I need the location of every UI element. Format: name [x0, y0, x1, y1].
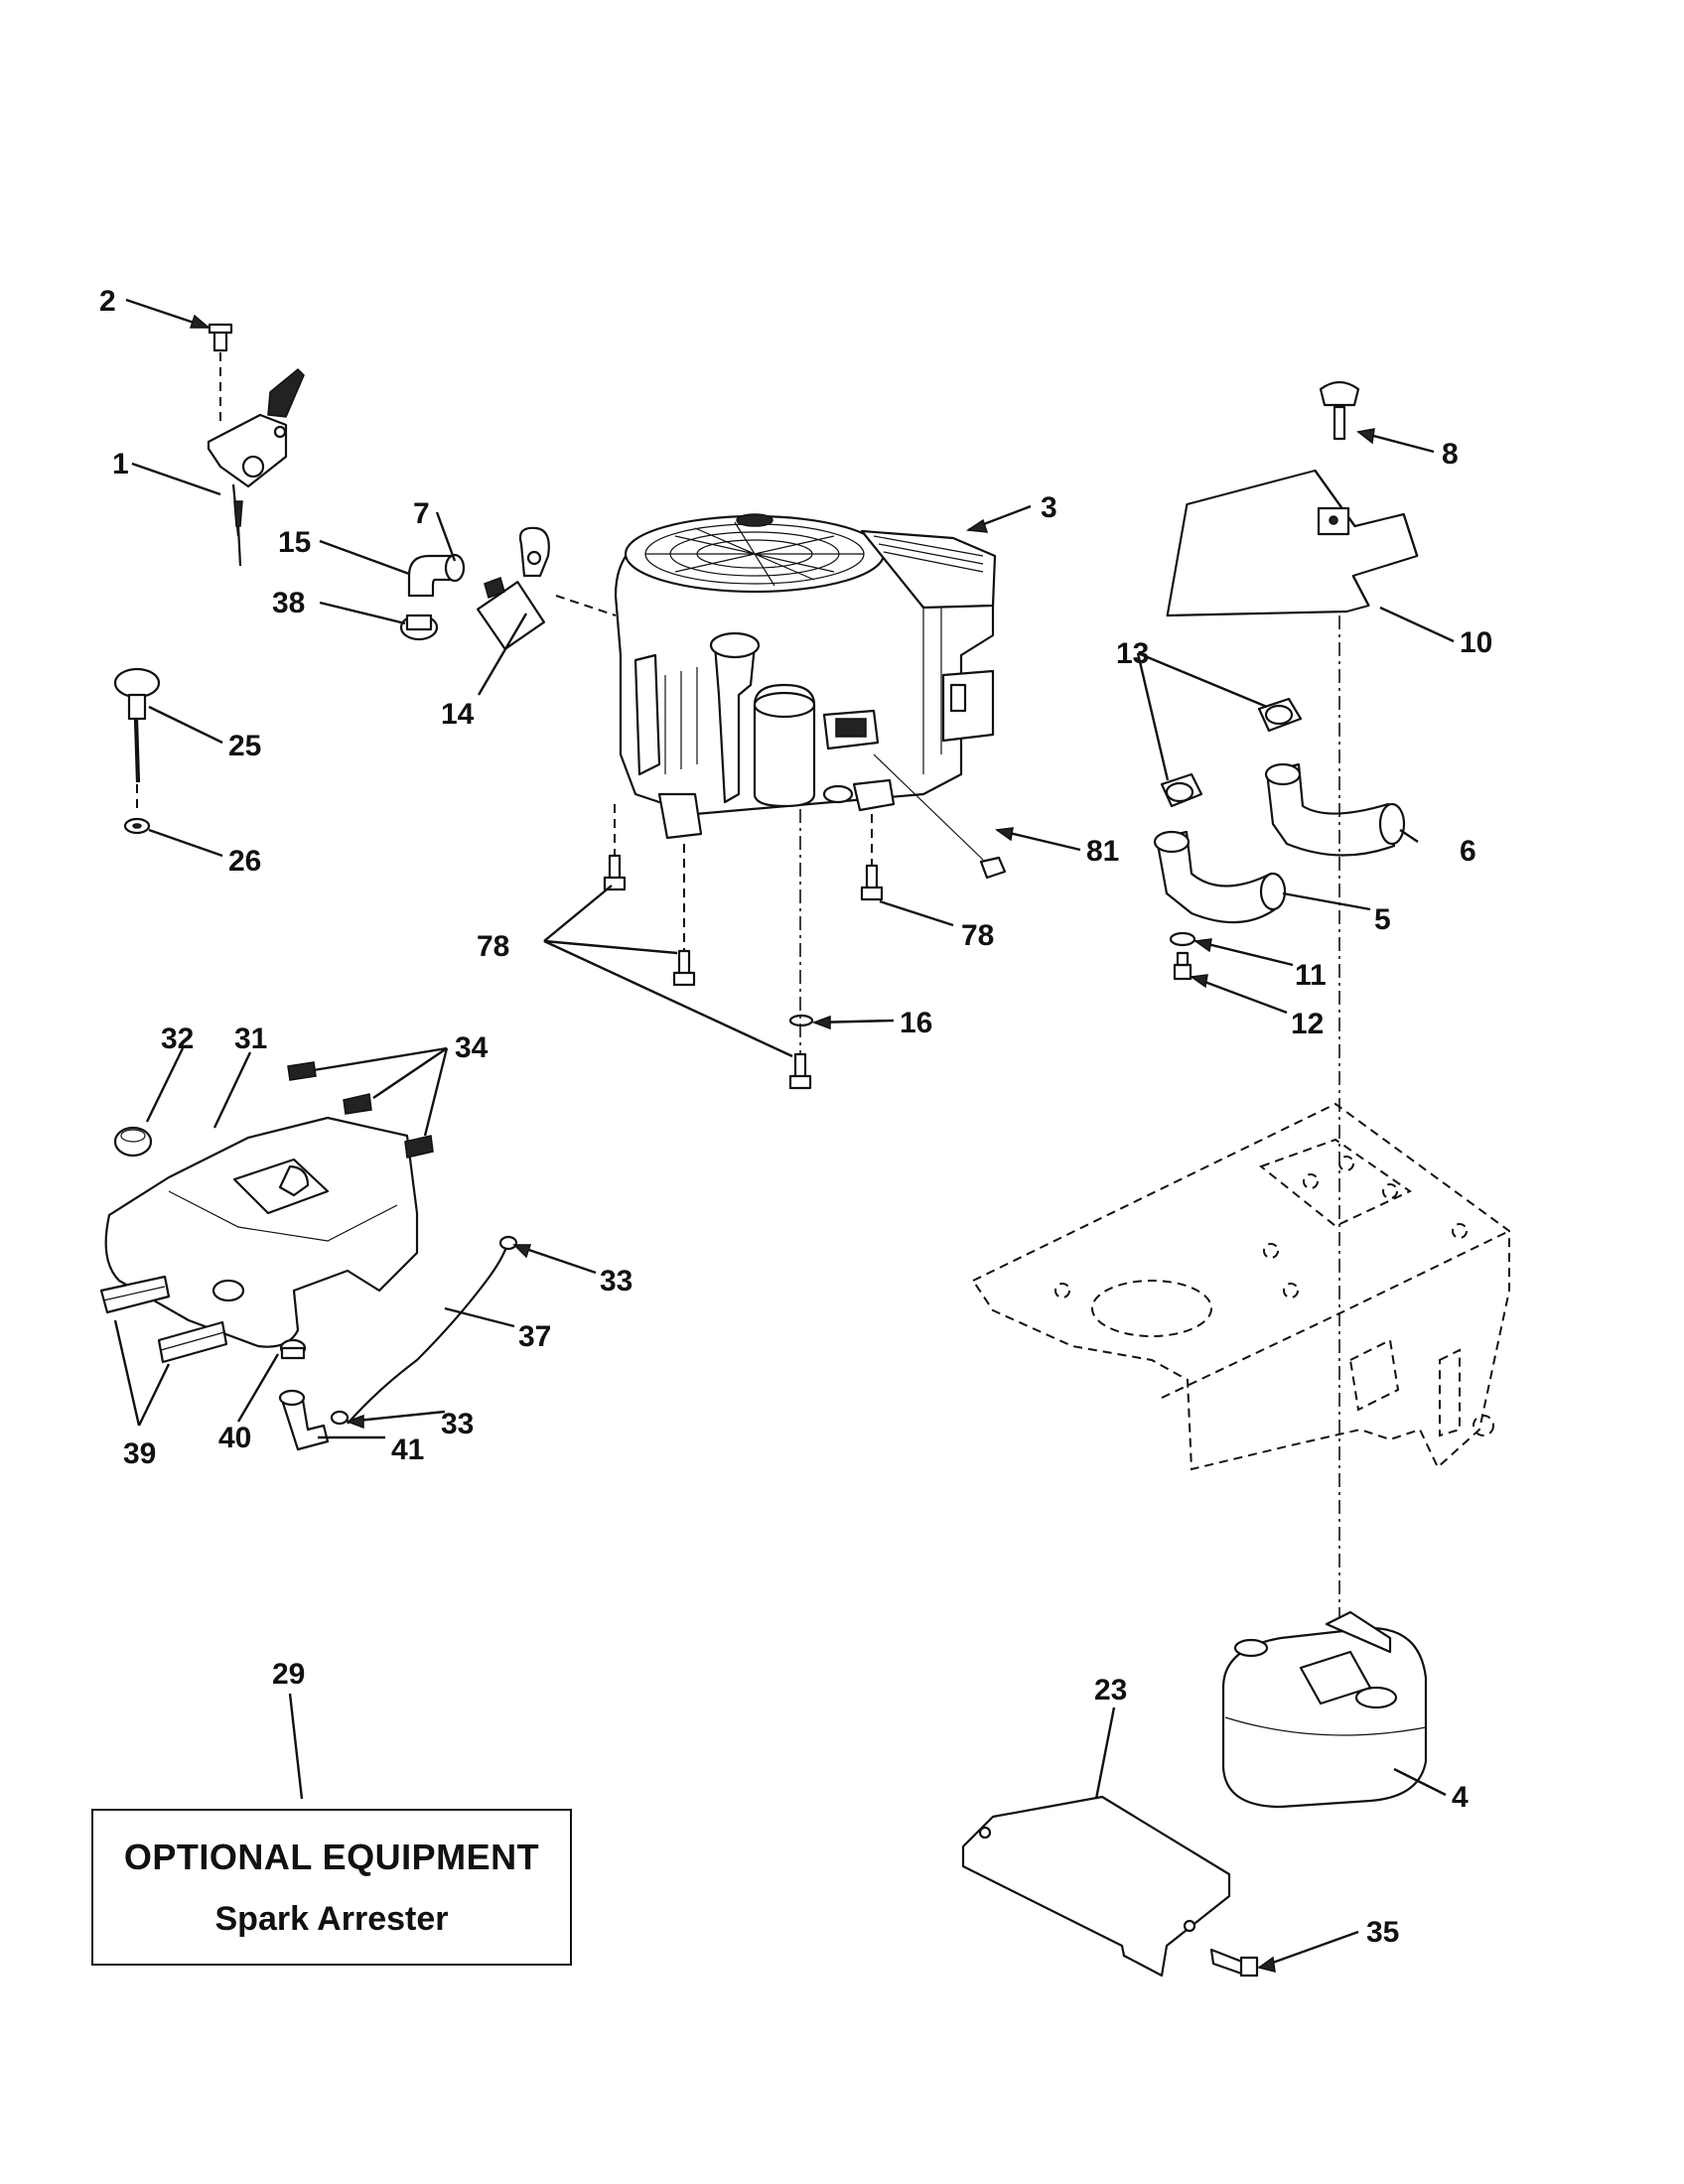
callout-33-top: 33 [600, 1265, 632, 1297]
callout-37: 37 [518, 1320, 551, 1353]
callout-15: 15 [278, 526, 311, 559]
knob-and-washer-parts [113, 667, 161, 835]
callout-3: 3 [1041, 491, 1057, 524]
exhaust-manifold-parts [1153, 697, 1406, 981]
callout-78-right: 78 [961, 919, 994, 952]
callout-34: 34 [455, 1031, 489, 1064]
callout-23: 23 [1094, 1674, 1127, 1706]
callout-29: 29 [272, 1658, 305, 1691]
spark-arrester-label: Spark Arrester [214, 1899, 449, 1938]
optional-equipment-title: OPTIONAL EQUIPMENT [123, 1836, 540, 1877]
callout-12: 12 [1291, 1008, 1324, 1040]
heat-shield-part [1166, 380, 1419, 617]
fuel-fitting-parts [399, 526, 550, 650]
leader-lines [113, 298, 1455, 1970]
callout-40: 40 [218, 1422, 251, 1454]
callout-25: 25 [228, 730, 261, 762]
muffler-part [1221, 1610, 1428, 1809]
callout-39: 39 [123, 1437, 156, 1470]
throttle-control-part [207, 323, 305, 567]
callout-16: 16 [900, 1007, 932, 1039]
callout-4: 4 [1452, 1781, 1469, 1814]
callout-41: 41 [391, 1433, 424, 1466]
tractor-frame-outline [971, 1102, 1510, 1471]
callout-2: 2 [99, 285, 116, 318]
callout-14: 14 [441, 698, 475, 731]
callout-35: 35 [1366, 1916, 1399, 1949]
callout-26: 26 [228, 845, 261, 878]
callout-1: 1 [112, 448, 129, 480]
fuel-tank-parts [99, 1061, 518, 1451]
callout-13: 13 [1116, 637, 1149, 670]
callout-labels: 2 1 3 8 10 13 7 15 38 14 81 6 5 11 12 78… [99, 285, 1492, 1949]
callout-7: 7 [413, 497, 430, 530]
callout-78-left: 78 [477, 930, 509, 963]
callout-38: 38 [272, 587, 305, 619]
callout-32: 32 [161, 1023, 194, 1055]
callout-11: 11 [1295, 959, 1327, 992]
callout-81: 81 [1086, 835, 1119, 868]
callout-10: 10 [1460, 626, 1492, 659]
engine-part [614, 513, 997, 840]
callout-8: 8 [1442, 438, 1459, 471]
callout-33-bottom: 33 [441, 1408, 474, 1440]
muffler-shield-part [961, 1795, 1259, 1978]
callout-6: 6 [1460, 835, 1476, 868]
engine-bolts-78 [555, 595, 1007, 1090]
callout-5: 5 [1374, 903, 1391, 936]
callout-31: 31 [234, 1023, 267, 1055]
leader-arrowheads [189, 314, 1375, 1973]
optional-equipment-box: OPTIONAL EQUIPMENT Spark Arrester [91, 1809, 572, 1966]
